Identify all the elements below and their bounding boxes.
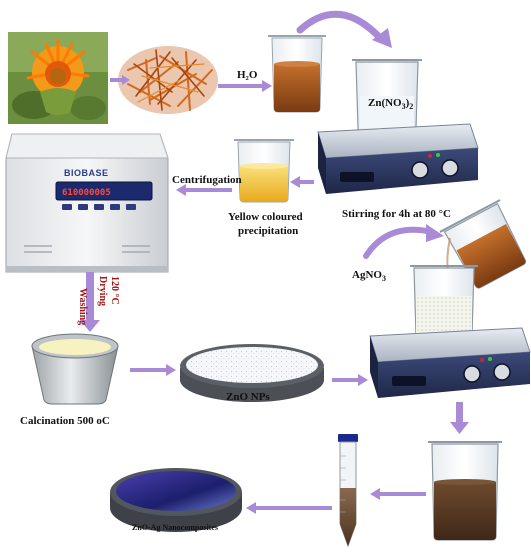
stirrer-2-knob-right: [493, 363, 511, 381]
agno3-mixture-beaker: [410, 265, 478, 341]
magnetic-stirrer-1: [317, 123, 479, 194]
centrifuge-display: 610000005: [62, 188, 111, 198]
zno-ag-dish: [110, 468, 242, 532]
agno3-label: AgNO3: [352, 269, 386, 283]
stirrer-1-knob-right: [441, 159, 459, 177]
centrifuge-tube: [338, 434, 358, 548]
zno-nps-dish: [180, 344, 324, 402]
drying-temp-label: 120 °C: [109, 276, 120, 305]
arrow-extract-to-zn: [296, 10, 386, 44]
extract-beaker: [268, 35, 326, 113]
magnetic-stirrer-2: [369, 327, 531, 398]
centrifuge-machine: BIOBASE 610000005: [5, 133, 169, 273]
arrow-to-crucible: [86, 272, 94, 322]
h2o-label: H₂O: [237, 69, 258, 81]
stirrer-2-knob-left: [463, 365, 481, 383]
zno-ag-label: ZnO-Ag Nanocomposites: [132, 523, 218, 532]
stirring-label: Stirring for 4h at 80 °C: [342, 208, 451, 220]
stirrer-1-knob-left: [411, 161, 429, 179]
yellow-precipitate-beaker: [234, 139, 294, 203]
centrifuge-brand: BIOBASE: [64, 168, 109, 178]
crucible: [31, 333, 119, 405]
washing-label: Washing: [77, 288, 88, 325]
brown-suspension-beaker: [428, 441, 502, 541]
zn-nitrate-label: Zn(NO3)2: [368, 97, 413, 111]
zno-nps-label: ZnO NPs: [226, 391, 270, 403]
centrifugation-label: Centrifugation: [172, 174, 242, 186]
zn-nitrate-beaker: [352, 59, 422, 133]
calcination-label: Calcination 500 oC: [20, 415, 110, 427]
dried-petals-image: [118, 46, 218, 114]
yellow-precipitation-line1: Yellow coloured: [228, 211, 303, 223]
drying-label: Drying: [97, 276, 108, 306]
safflower-flower-image: [8, 32, 108, 124]
yellow-precipitation-line2: precipitation: [238, 225, 298, 237]
